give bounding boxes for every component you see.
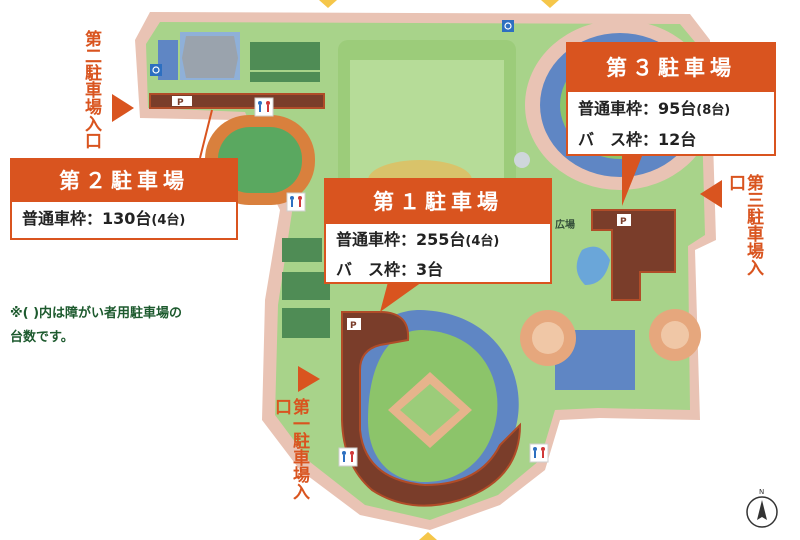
lot3-line-2: バ ス枠：12台 xyxy=(568,125,774,154)
lot2-pointer xyxy=(199,109,213,159)
accessible-icon xyxy=(502,20,514,32)
svg-text:P: P xyxy=(620,217,627,227)
lot1-line-1: 普通車枠：255台(4台) xyxy=(326,224,550,256)
lot2-line-1-label: 普通車枠： xyxy=(22,209,103,228)
entrance-arrow-icon xyxy=(112,94,134,122)
pond xyxy=(576,246,610,285)
lot2-line-1: 普通車枠：130台(4台) xyxy=(12,202,236,238)
tennis-courts-top xyxy=(250,42,320,82)
entrance-arrow-icon xyxy=(419,532,437,540)
entrance-arrow-icon xyxy=(541,0,559,8)
circular-plaza xyxy=(520,309,701,366)
lot1-line-1-extra: (4台) xyxy=(465,234,500,249)
lot3-line-2-value: 12台 xyxy=(658,130,697,149)
restroom-icon xyxy=(286,192,306,212)
lot3-line-1-value: 95台 xyxy=(658,99,697,118)
accessible-icon xyxy=(150,64,162,76)
third-entrance-label: 第三駐車場入口 xyxy=(725,174,763,276)
parking-lot-1: P xyxy=(341,311,522,507)
entrance-arrow-icon xyxy=(700,180,722,208)
lot3-title: 第３駐車場 xyxy=(568,44,774,92)
baseball-stadium xyxy=(350,310,519,500)
second-entrance-label: 第二駐車場入口 xyxy=(81,30,101,149)
note-line-2: 台数です。 xyxy=(10,330,74,345)
entrance-arrow-icon xyxy=(319,0,337,8)
parking-lot-3: P xyxy=(591,209,676,301)
fountain xyxy=(514,152,530,168)
restroom-icon xyxy=(529,443,549,463)
lot1-line-2-label: バ ス枠： xyxy=(336,260,417,279)
tennis-courts-left xyxy=(282,238,330,338)
lot3-line-1: 普通車枠：95台(8台) xyxy=(568,92,774,125)
lot1-line-1-value: 255台 xyxy=(416,230,466,249)
lot2-line-1-value: 130台 xyxy=(102,209,152,228)
restroom-icon xyxy=(338,447,358,467)
big-field-inner xyxy=(350,60,504,180)
note-line-1: ※( )内は障がい者用駐車場の xyxy=(10,306,183,321)
lot2-line-1-extra: (4台) xyxy=(151,213,186,228)
lot1-line-2-value: 3台 xyxy=(416,260,444,279)
north-arrow-icon: N xyxy=(746,488,778,528)
parking-lot-2: P xyxy=(149,93,325,109)
lot2-callout: 第２駐車場 普通車枠：130台(4台) xyxy=(10,158,238,240)
svg-text:N: N xyxy=(759,488,764,496)
first-entrance-label: 第一駐車場入口 xyxy=(271,398,309,500)
lot3-pointer xyxy=(622,156,642,206)
lot1-line-2: バ ス枠：3台 xyxy=(326,256,550,284)
sports-hall xyxy=(158,40,178,80)
svg-text:P: P xyxy=(350,321,357,331)
lot3-line-1-label: 普通車枠： xyxy=(578,99,659,118)
disabled-parking-note: ※( )内は障がい者用駐車場の 台数です。 xyxy=(10,302,182,350)
lot1-pointer xyxy=(380,282,422,312)
restroom-icon xyxy=(254,97,274,117)
plaza-label: 広場 xyxy=(555,218,575,231)
lot3-line-1-extra: (8台) xyxy=(696,103,731,118)
svg-text:P: P xyxy=(177,98,184,108)
entrance-arrow-icon xyxy=(298,366,320,392)
lot2-title: 第２駐車場 xyxy=(12,160,236,202)
lot1-callout: 第１駐車場 普通車枠：255台(4台) バ ス枠：3台 xyxy=(324,178,552,284)
lot1-title: 第１駐車場 xyxy=(326,180,550,224)
lot1-line-1-label: 普通車枠： xyxy=(336,230,417,249)
lot3-callout: 第３駐車場 普通車枠：95台(8台) バ ス枠：12台 xyxy=(566,42,776,156)
lot3-line-2-label: バ ス枠： xyxy=(578,130,659,149)
gym-roof xyxy=(182,36,238,78)
